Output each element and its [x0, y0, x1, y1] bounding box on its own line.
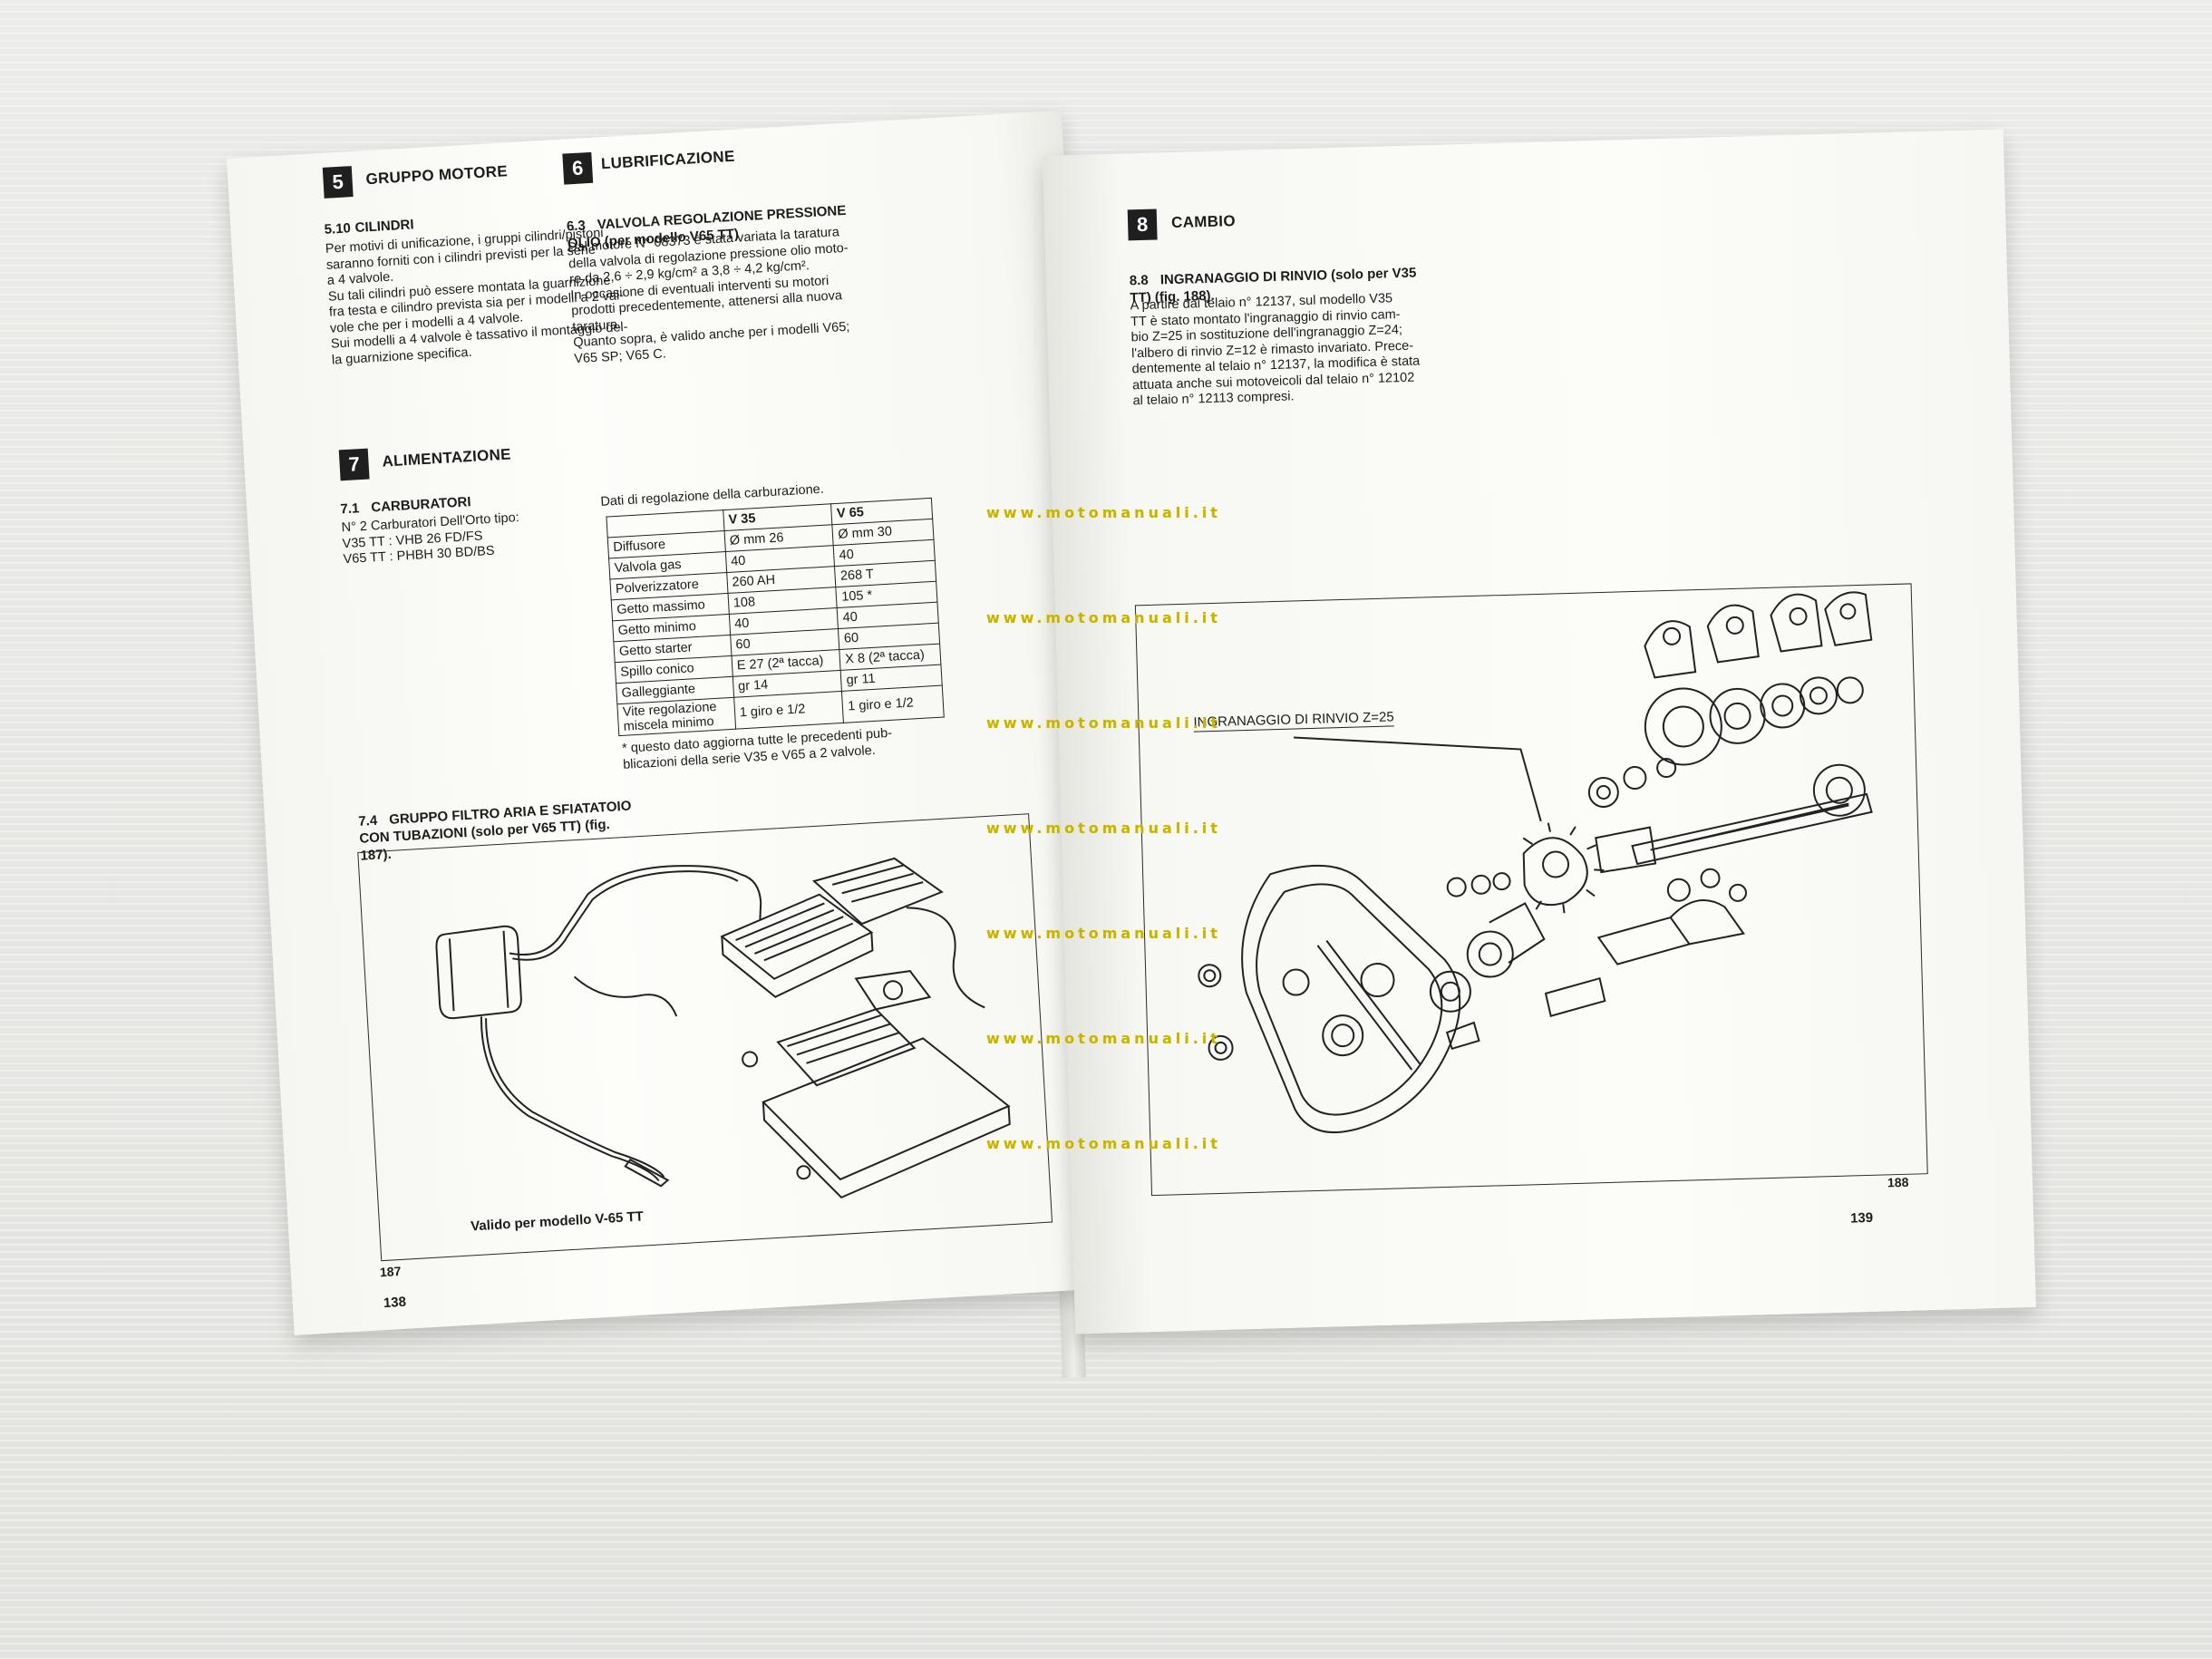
subsection-6-3-text: Dal motore N° 08373 è stata variata la t…	[567, 225, 850, 366]
watermark-text: www.motomanuali.it	[986, 714, 1221, 732]
watermark-text: www.motomanuali.it	[986, 820, 1221, 837]
watermark-text: www.motomanuali.it	[986, 925, 1221, 942]
section-7-number: 7	[338, 448, 370, 481]
page-number-right: 139	[1849, 1209, 1874, 1227]
section-5-number: 5	[322, 166, 354, 199]
subsection-number: 7.4	[357, 812, 378, 830]
watermark-text: www.motomanuali.it	[986, 504, 1221, 521]
section-7-title: ALIMENTAZIONE	[381, 445, 512, 471]
gearbox-exploded-illustration	[1198, 591, 1873, 1133]
subsection-8-8-text: A partire dal telaio n° 12137, sul model…	[1130, 291, 1421, 409]
table-cell: 1 giro e 1/2	[733, 691, 844, 730]
watermark-text: www.motomanuali.it	[986, 1135, 1221, 1152]
section-8-title: CAMBIO	[1170, 212, 1237, 232]
figure-187-frame: Valido per modello V-65 TT	[357, 813, 1053, 1262]
section-8-number: 8	[1127, 209, 1158, 241]
section-6-title: LUBRIFICAZIONE	[600, 147, 736, 173]
table-cell: 1 giro e 1/2	[841, 685, 945, 723]
section-5-title: GRUPPO MOTORE	[365, 162, 509, 189]
figure-187-number: 187	[379, 1263, 402, 1280]
subsection-title: CILINDRI	[354, 217, 415, 236]
table-cell: Vite regolazione miscela minimo	[616, 697, 736, 736]
subsection-number: 5.10	[324, 220, 352, 238]
air-filter-illustration	[435, 857, 1011, 1199]
watermark-text: www.motomanuali.it	[986, 1030, 1221, 1047]
figure-188-number: 188	[1887, 1174, 1909, 1190]
section-6-number: 6	[562, 151, 594, 185]
subsection-number: 6.3	[566, 218, 587, 235]
subsection-number: 7.1	[339, 500, 360, 518]
subsection-number: 8.8	[1129, 272, 1149, 289]
figure-188-frame: INGRANAGGIO DI RINVIO Z=25	[1134, 583, 1928, 1197]
watermark-text: www.motomanuali.it	[986, 609, 1221, 626]
page-number-left: 138	[383, 1294, 407, 1312]
subsection-title: CARBURATORI	[370, 494, 472, 516]
